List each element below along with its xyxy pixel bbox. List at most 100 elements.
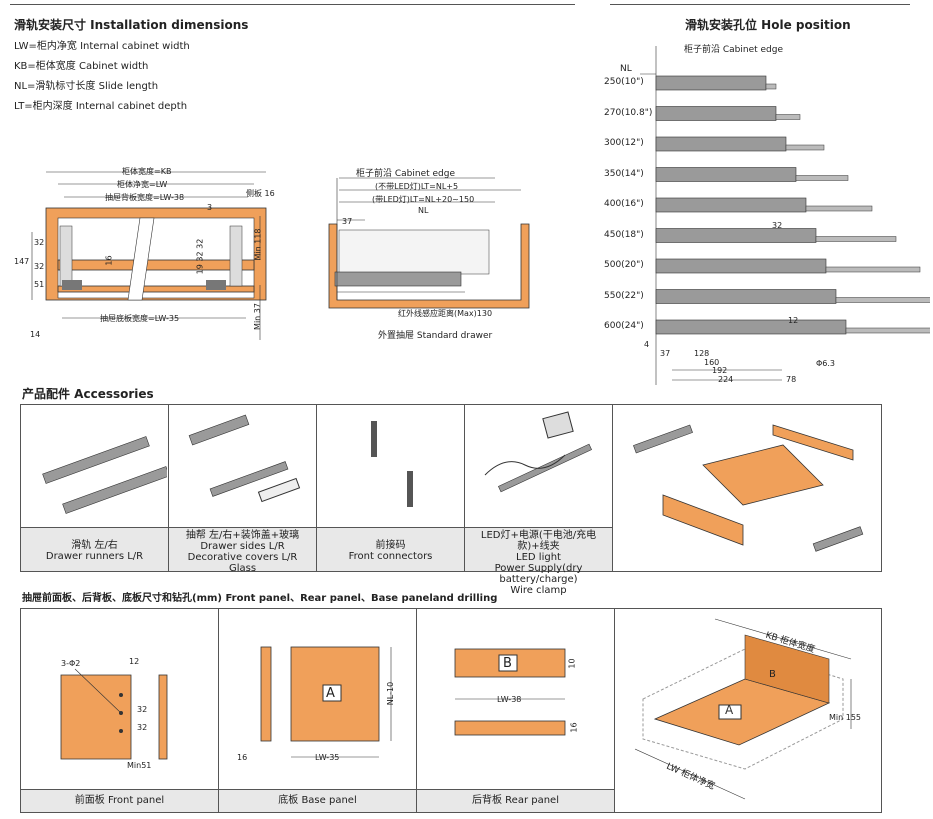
front-view-drawing xyxy=(31,171,267,340)
rail-5 xyxy=(655,228,817,243)
rail-size-label: 300(12") xyxy=(604,138,644,148)
side-view-drawing xyxy=(328,177,530,309)
def-lt: LT=柜内深度 Internal cabinet depth xyxy=(14,101,188,112)
dim-147: 147 xyxy=(14,257,30,266)
kb-label: 柜体宽度=KB xyxy=(122,167,172,176)
rear-panel-cell: B 10 LW-38 16 后背板 Rear panel xyxy=(417,609,615,812)
rail-ext-0 xyxy=(765,83,777,90)
front-min51: Min51 xyxy=(127,761,152,770)
base-panel-cell: A NL-10 LW-35 16 底板 Base panel xyxy=(219,609,417,812)
accessories-title: 产品配件 Accessories xyxy=(22,387,154,401)
base-panel-drawing xyxy=(260,646,392,758)
base-nl10: NL-10 xyxy=(386,681,396,706)
base-label-a: A xyxy=(326,686,335,701)
side-37: 37 xyxy=(342,217,353,226)
rail-8 xyxy=(655,319,847,335)
hole-title: 滑轨安装孔位 Hole position xyxy=(685,18,851,32)
front-hole-label: 3-Φ2 xyxy=(61,659,81,668)
rail-ext-5 xyxy=(815,236,897,242)
rail-size-label: 600(24") xyxy=(604,321,644,331)
side-edge-label: 柜子前沿 Cabinet edge xyxy=(356,169,456,179)
assembly-image xyxy=(633,424,864,552)
side-lt2: (带LED灯)LT=NL+20~150 xyxy=(372,195,475,204)
connectors-image xyxy=(371,421,413,507)
def-lw: LW=柜内净宽 Internal cabinet width xyxy=(14,41,190,52)
dim-16: 16 xyxy=(104,255,114,266)
drilling-grid: 3-Φ2 12 32 32 Min51 前面板 Front panel A NL… xyxy=(20,608,882,813)
rail-size-label: 550(22") xyxy=(604,290,644,301)
rail-ext-1 xyxy=(775,114,801,120)
hole-dim-224: 224 xyxy=(718,375,734,384)
front-32a: 32 xyxy=(137,705,148,714)
sides-image xyxy=(188,414,301,503)
hole-position-drawing xyxy=(640,46,930,385)
rail-4 xyxy=(655,197,807,213)
rail-1 xyxy=(655,106,777,121)
side-label: 侧板 16 xyxy=(246,189,275,198)
hole-dim-32: 32 xyxy=(772,221,783,230)
base-width-label: 抽屉底板宽度=LW-35 xyxy=(100,314,180,323)
iso-label-a: A xyxy=(725,703,734,717)
lw-label: 柜体净宽=LW xyxy=(117,180,168,189)
runners-image xyxy=(42,436,170,514)
def-nl: NL=滑轨标寸长度 Slide length xyxy=(14,81,159,92)
base-lw35: LW-35 xyxy=(315,753,340,762)
hole-dim-12: 12 xyxy=(788,316,799,325)
rail-ext-2 xyxy=(785,144,825,151)
rail-ext-8 xyxy=(845,327,930,334)
hole-edge-label: 柜子前沿 Cabinet edge xyxy=(684,45,784,55)
front-panel-drawing xyxy=(60,668,168,760)
rear-lw38: LW-38 xyxy=(497,695,522,704)
hole-dim-192: 192 xyxy=(712,366,728,375)
dim-19-32-32: 19 32 32 xyxy=(195,238,205,275)
rear-panel-drawing xyxy=(454,648,566,736)
rail-size-label: 500(20") xyxy=(604,260,644,270)
side-lt1: (不带LED灯)LT=NL+5 xyxy=(375,182,459,191)
side-ir: 红外线感应距离(Max)130 xyxy=(398,309,493,318)
side-caption: 外置抽屉 Standard drawer xyxy=(378,331,493,341)
rail-size-label: 400(16") xyxy=(604,199,644,209)
hole-dim-160: 160 xyxy=(704,358,720,367)
rail-3 xyxy=(655,167,797,182)
rail-ext-7 xyxy=(835,297,930,303)
rail-size-label: 450(18") xyxy=(604,229,644,240)
rear-label-b: B xyxy=(503,656,512,671)
rear-10: 10 xyxy=(567,658,577,669)
iso-min155: Min 155 xyxy=(829,713,862,722)
base-16: 16 xyxy=(237,753,248,762)
front-32b: 32 xyxy=(137,723,148,732)
rear-panel-caption: 后背板 Rear panel xyxy=(417,789,614,812)
rail-ext-3 xyxy=(795,175,849,181)
dim-3: 3 xyxy=(207,203,213,212)
iso-drawing xyxy=(634,618,852,800)
base-panel-caption: 底板 Base panel xyxy=(219,789,416,812)
rail-size-label: 350(14") xyxy=(604,168,644,179)
hole-dim-78: 78 xyxy=(786,375,797,384)
dim-32a: 32 xyxy=(34,238,45,247)
side-nl: NL xyxy=(418,206,429,215)
rail-2 xyxy=(655,136,787,152)
dim-14: 14 xyxy=(30,330,41,339)
front-12: 12 xyxy=(129,657,140,666)
dim-32b: 32 xyxy=(34,262,45,271)
drilling-title: 抽屉前面板、后背板、底板尺寸和钻孔(mm) Front panel、Rear p… xyxy=(22,593,498,604)
led-image xyxy=(484,411,592,493)
acc-assembly xyxy=(613,405,881,571)
rail-0 xyxy=(655,75,767,91)
rail-size-label: 270(10.8") xyxy=(604,107,653,118)
iso-label-b: B xyxy=(769,669,776,680)
hole-nl-label: NL xyxy=(620,64,632,74)
dim-51: 51 xyxy=(34,280,45,289)
def-kb: KB=柜体宽度 Cabinet width xyxy=(14,61,149,72)
cabinet-outline xyxy=(45,207,267,301)
hole-dim-4: 4 xyxy=(644,340,650,349)
rear-width-label: 抽屉背板宽度=LW-38 xyxy=(105,193,185,202)
